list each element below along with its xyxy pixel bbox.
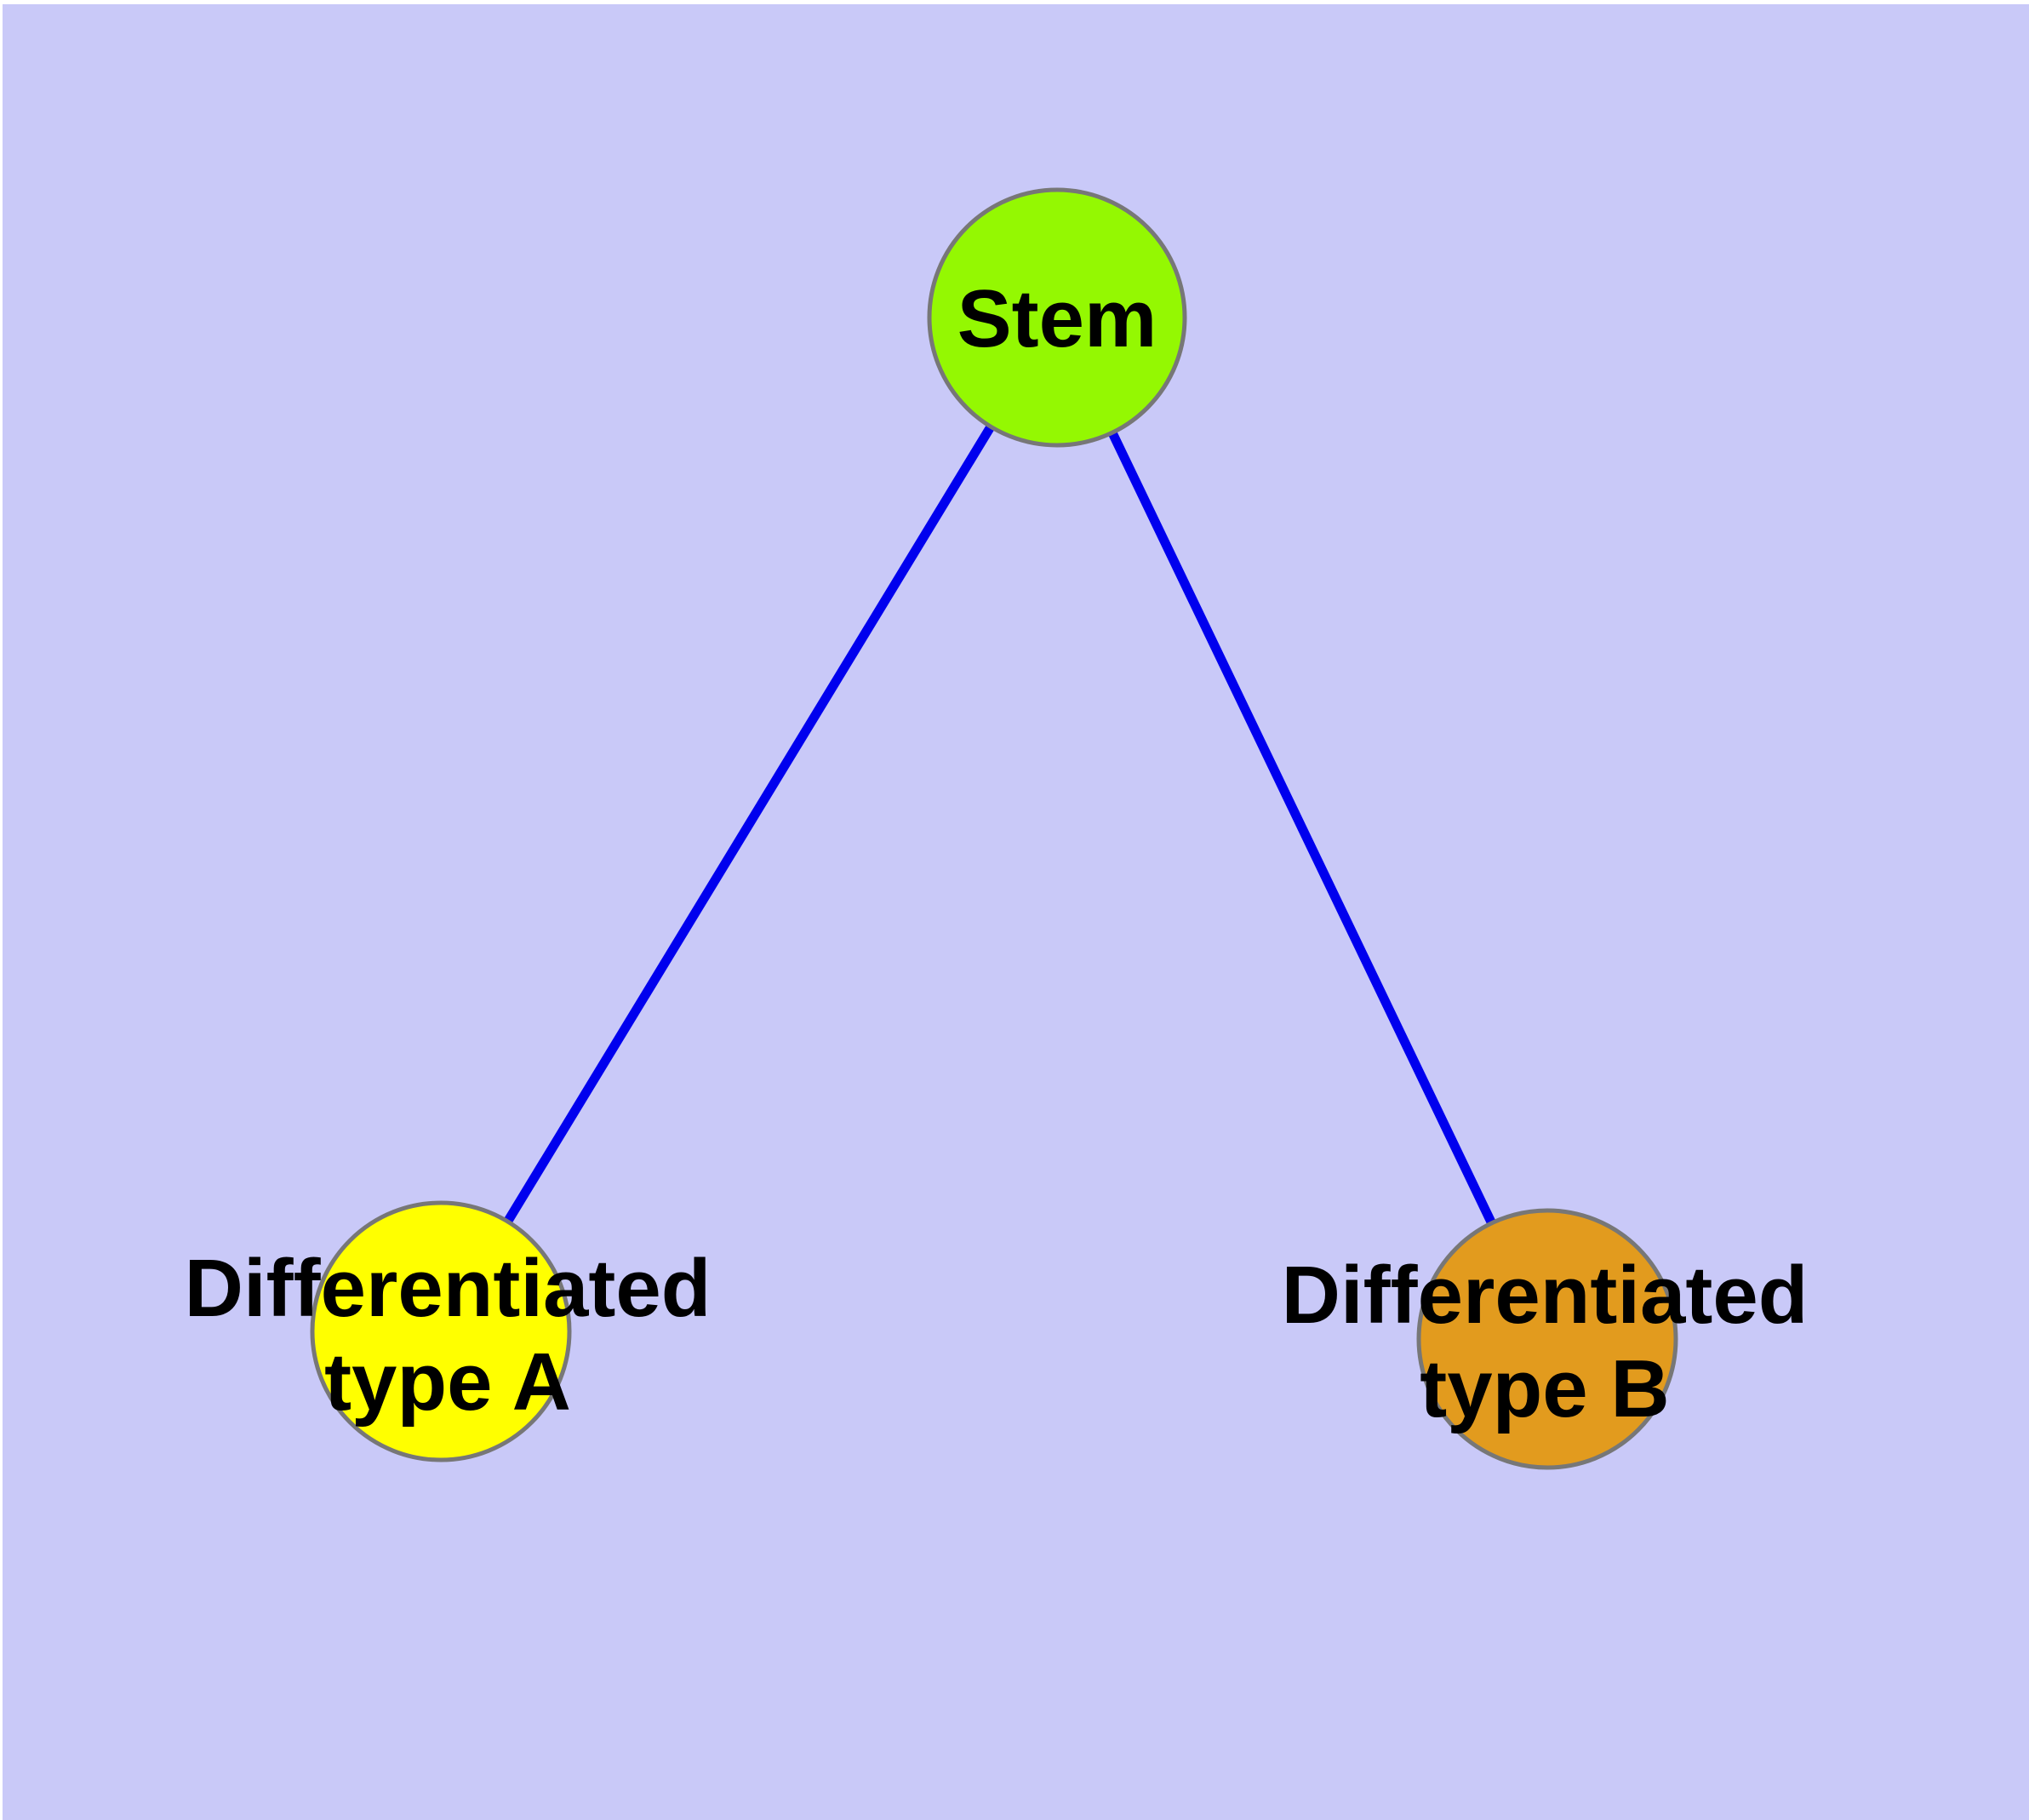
node-differentiated-type-b-label-line1: Differentiated — [1282, 1250, 1809, 1341]
node-differentiated-type-b: Differentiated type B — [1282, 1208, 1809, 1470]
node-differentiated-type-b-circle — [1416, 1208, 1678, 1470]
node-differentiated-type-a: Differentiated type A — [185, 1200, 712, 1462]
edge-stem-to-type-a — [436, 312, 1062, 1336]
node-stem: Stem — [927, 187, 1187, 448]
node-differentiated-type-b-label-line2: type B — [1420, 1343, 1669, 1434]
node-differentiated-type-a-circle — [310, 1200, 572, 1462]
edge-stem-to-type-b — [1052, 312, 1552, 1344]
node-stem-label: Stem — [957, 273, 1157, 364]
node-stem-circle — [927, 187, 1187, 448]
node-differentiated-type-a-label-line2: type A — [324, 1336, 571, 1428]
node-differentiated-type-a-label-line1: Differentiated — [185, 1243, 712, 1334]
